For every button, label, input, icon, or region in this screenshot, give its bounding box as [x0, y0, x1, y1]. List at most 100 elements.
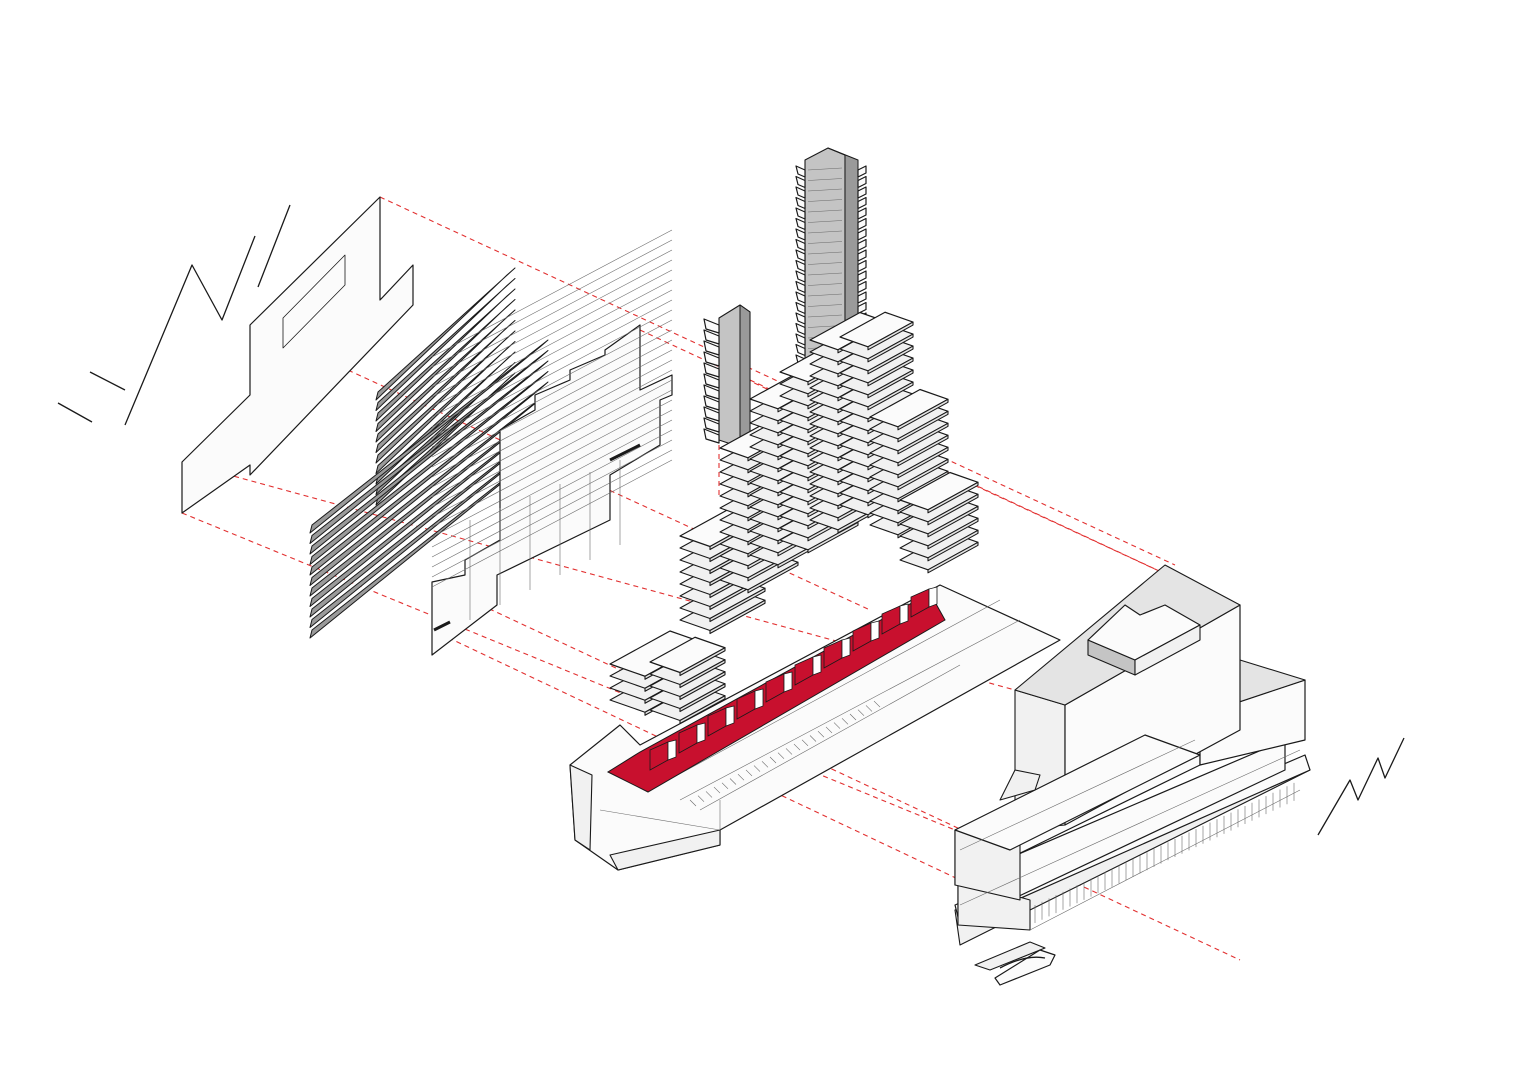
shading-fin	[375, 278, 516, 411]
shading-fin	[309, 350, 549, 544]
floor-edge	[867, 333, 914, 363]
shading-fin	[375, 299, 516, 432]
floor-edge	[709, 587, 766, 623]
floor-edge	[927, 493, 979, 526]
module-fin	[795, 312, 806, 325]
white-partition	[870, 620, 880, 642]
floor-edge	[897, 458, 949, 491]
module-fin	[795, 301, 806, 315]
floor-edge	[679, 659, 726, 689]
white-partition	[783, 671, 793, 693]
shading-fin	[375, 351, 516, 485]
module-fin	[795, 270, 806, 283]
floor-edge	[679, 695, 726, 725]
facade-grid-panel	[431, 229, 673, 656]
floor-edge	[709, 599, 766, 635]
module-fin	[857, 186, 867, 199]
module-fin	[857, 301, 867, 315]
module-fin	[795, 175, 806, 189]
module-fin	[857, 228, 867, 241]
stair-element	[974, 941, 1056, 986]
module-fin	[795, 259, 806, 273]
base-podium	[569, 584, 1061, 871]
module-fin	[857, 175, 867, 189]
floor-edge	[897, 422, 949, 455]
module-fin	[795, 217, 806, 231]
module-fin	[703, 340, 720, 356]
white-partition	[754, 688, 764, 710]
module-fin	[703, 428, 720, 444]
module-fin	[795, 165, 806, 178]
floor-edge	[867, 369, 914, 399]
shading-fin	[309, 371, 549, 565]
site-plane	[181, 196, 414, 514]
floor-edge	[927, 517, 979, 550]
module-fin	[795, 291, 806, 304]
module-fin	[703, 417, 720, 433]
module-fin	[703, 351, 720, 367]
white-partition	[667, 739, 677, 761]
shading-fins-panel	[309, 267, 549, 639]
floor-edge	[867, 345, 914, 375]
module-fin	[703, 395, 720, 411]
module-fin	[703, 406, 720, 422]
module-fin	[795, 322, 806, 336]
module-fin	[703, 384, 720, 400]
shading-fin	[309, 339, 549, 534]
floor-edge	[927, 505, 979, 538]
module-fin	[703, 329, 720, 345]
module-fin	[795, 238, 806, 252]
module-fin	[857, 217, 867, 231]
floor-edge	[897, 398, 949, 431]
white-partition	[725, 705, 735, 727]
module-fin	[795, 280, 806, 294]
white-partition	[812, 654, 822, 676]
module-fin	[795, 207, 806, 220]
module-fin	[857, 270, 867, 283]
zigzag-break-marker-left	[57, 204, 291, 426]
floor-edge	[897, 434, 949, 467]
module-fin	[703, 362, 720, 378]
small-vertical-module	[703, 304, 751, 448]
module-fin	[703, 318, 720, 334]
module-fin	[857, 207, 867, 220]
module-fin	[857, 259, 867, 273]
module-fin	[795, 196, 806, 210]
module-fin	[795, 228, 806, 241]
module-fin	[795, 343, 806, 357]
assembled-building	[954, 564, 1311, 946]
module-fin	[795, 333, 806, 346]
zigzag-break-marker-right	[1317, 737, 1405, 836]
stacked-floor-plates	[609, 311, 979, 725]
floor-edge	[867, 321, 914, 351]
module-fin	[857, 280, 867, 294]
module-fin	[857, 165, 867, 178]
module-fin	[857, 249, 867, 262]
floor-edge	[679, 671, 726, 701]
floor-edge	[679, 647, 726, 677]
module-fin	[703, 373, 720, 389]
white-partition	[928, 586, 938, 608]
white-partition	[899, 603, 909, 625]
shading-fin	[375, 341, 516, 474]
module-side	[739, 304, 751, 448]
module-fin	[857, 238, 867, 252]
red-ground-program	[606, 586, 946, 793]
floor-edge	[897, 446, 949, 479]
module-fin	[857, 291, 867, 304]
shading-fin	[375, 330, 516, 464]
white-partition	[841, 637, 851, 659]
floor-edge	[897, 410, 949, 443]
shading-fin	[375, 267, 516, 401]
module-fin	[795, 249, 806, 262]
shading-fin	[375, 288, 516, 422]
floor-edge	[927, 529, 979, 562]
floor-edge	[927, 541, 979, 574]
floor-edge	[927, 481, 979, 514]
module-fin	[795, 186, 806, 199]
floor-edge	[747, 561, 799, 594]
floor-edge	[867, 357, 914, 387]
module-fin	[857, 196, 867, 210]
shading-fin	[309, 360, 549, 555]
